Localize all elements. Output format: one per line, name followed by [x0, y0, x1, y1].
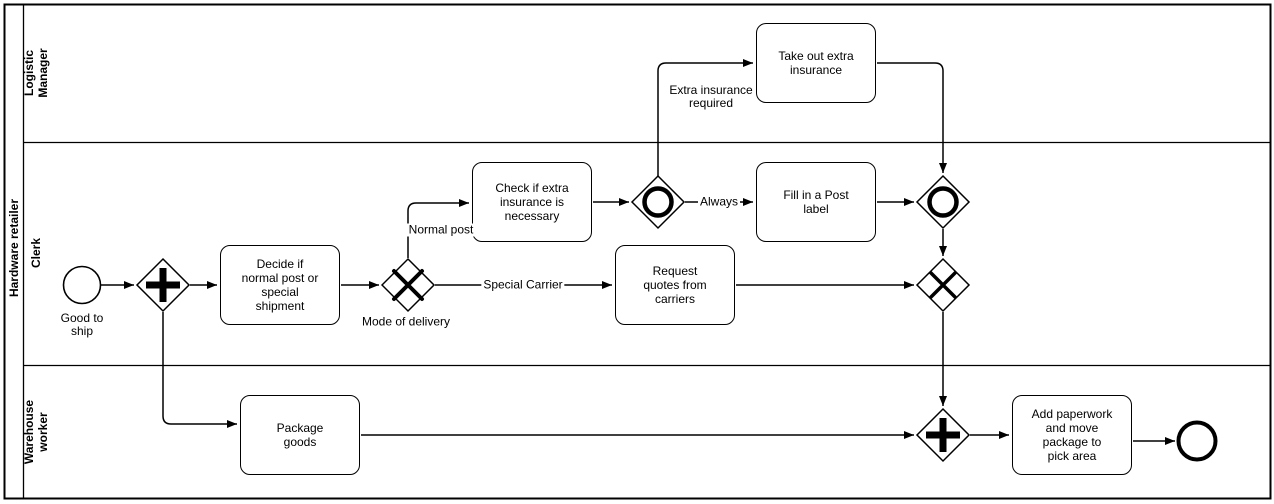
lane-label-clerk: Clerk: [29, 237, 43, 269]
circle-icon: [927, 186, 959, 218]
inclusive-gateway-join[interactable]: [915, 174, 971, 230]
start-event[interactable]: [62, 265, 102, 305]
x-icon: [929, 271, 957, 299]
flow-split-to-package: [162, 312, 237, 428]
inclusive-gateway-split[interactable]: [630, 174, 686, 230]
start-event-label: Good to ship: [58, 311, 106, 338]
parallel-gateway-join[interactable]: [915, 407, 971, 463]
exclusive-gateway-mode-of-delivery[interactable]: [380, 257, 436, 313]
flow-normal-post: [407, 199, 469, 258]
task-package-goods[interactable]: Package goods: [240, 395, 360, 475]
edge-label-always: Always: [697, 194, 741, 209]
task-check-insurance[interactable]: Check if extra insurance is necessary: [472, 162, 592, 242]
x-icon: [392, 269, 424, 301]
plus-icon: [146, 268, 180, 302]
parallel-gateway-split[interactable]: [135, 257, 191, 313]
task-take-out-insurance[interactable]: Take out extra insurance: [756, 23, 876, 103]
circle-icon: [642, 186, 674, 218]
task-fill-post-label[interactable]: Fill in a Post label: [756, 162, 876, 242]
lane-label-warehouse-worker: Warehouse worker: [22, 399, 50, 465]
edge-label-special-carrier: Special Carrier: [481, 277, 565, 292]
task-add-paperwork[interactable]: Add paperwork and move package to pick a…: [1012, 395, 1132, 475]
pool-border: [3, 3, 1272, 500]
exclusive-gateway-join[interactable]: [915, 257, 971, 313]
pool-label: Hardware retailer: [7, 198, 21, 298]
lane-label-logistic-manager: Logistic Manager: [22, 48, 50, 98]
flow-take-to-join: [877, 62, 947, 173]
plus-icon: [926, 418, 960, 452]
gateway-label-mode-of-delivery: Mode of delivery: [359, 314, 453, 329]
task-decide-shipment[interactable]: Decide if normal post or special shipmen…: [220, 245, 340, 325]
edge-label-normal-post: Normal post: [406, 222, 476, 237]
task-request-quotes[interactable]: Request quotes from carriers: [615, 245, 735, 325]
flow-extra-insurance: [657, 59, 753, 176]
end-event[interactable]: [1176, 420, 1218, 462]
edge-label-extra-insurance-required: Extra insurance required: [667, 83, 755, 110]
